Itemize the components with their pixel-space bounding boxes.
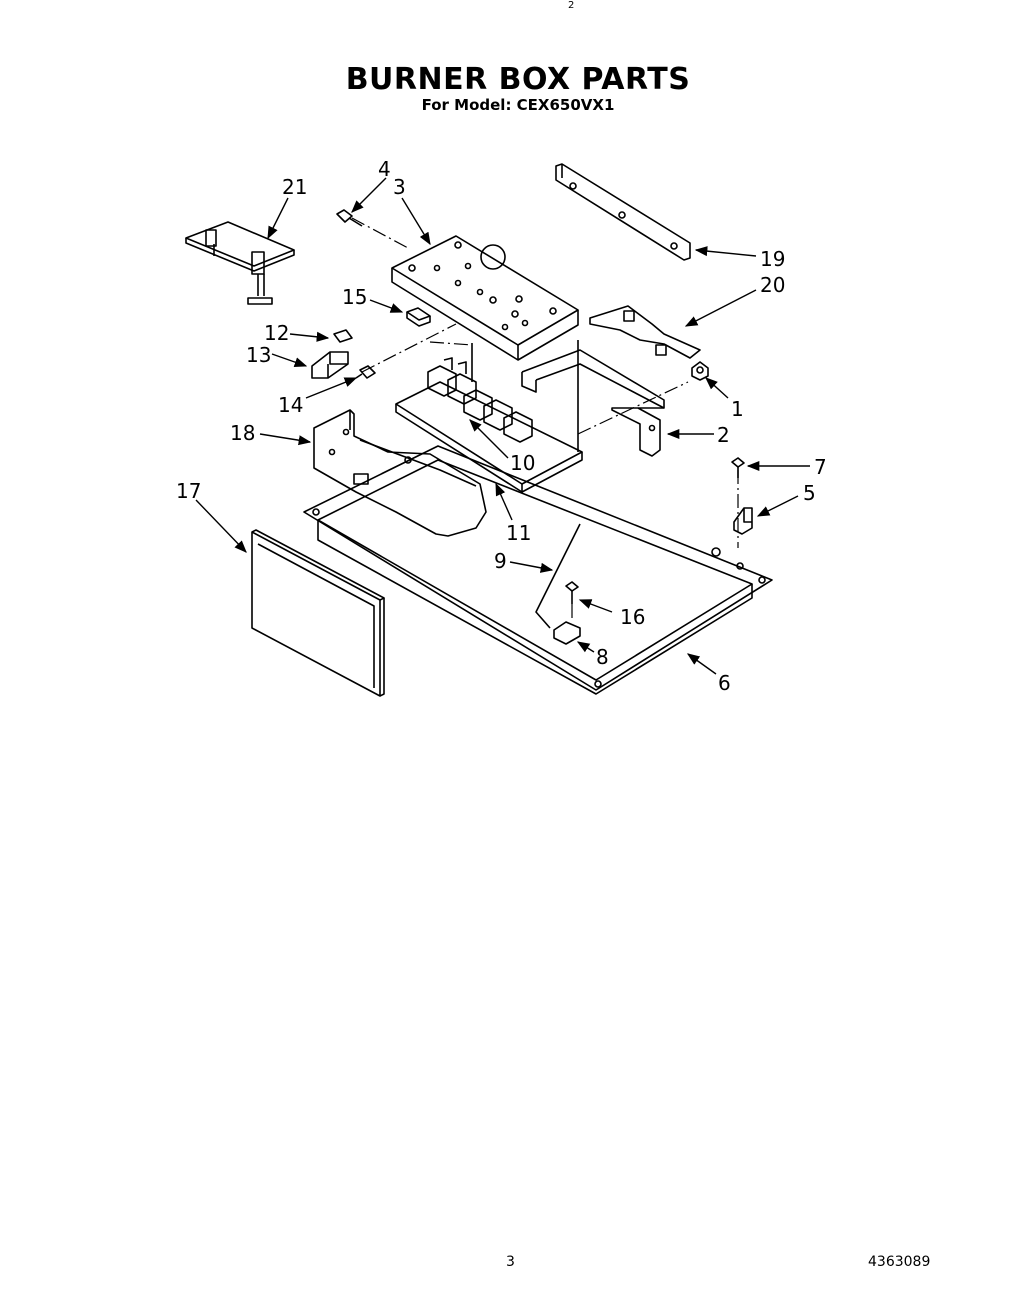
- part-9-wire: [535, 523, 581, 629]
- part-13-block: [311, 351, 349, 379]
- callout-21: 21: [282, 175, 307, 199]
- callout-15: 15: [342, 285, 367, 309]
- callout-2: 2: [717, 423, 730, 447]
- callout-6: 6: [718, 671, 731, 695]
- part-19-strip: [555, 163, 691, 261]
- callout-1: 1: [731, 397, 744, 421]
- leader-16: [578, 599, 613, 613]
- part-6-tray: [303, 445, 773, 695]
- leader-6: [686, 653, 717, 675]
- part-21-bracket: [185, 221, 295, 305]
- page-number: 3: [506, 1254, 515, 1270]
- page-title: BURNER BOX PARTS: [345, 62, 691, 97]
- callout-5: 5: [803, 481, 816, 505]
- part-18-shield: [313, 409, 487, 537]
- top-mark: 2: [568, 0, 575, 11]
- leader-17: [195, 499, 247, 553]
- part-5-bracket: [733, 507, 753, 535]
- leader-9: [509, 561, 554, 573]
- leader-20: [684, 289, 757, 327]
- leader-4: [351, 177, 387, 213]
- callout-12: 12: [264, 321, 289, 345]
- leader-3: [401, 197, 431, 246]
- leader-21: [267, 197, 289, 240]
- leader-11: [495, 482, 513, 521]
- callout-20: 20: [760, 273, 785, 297]
- part-15-tab: [406, 307, 431, 327]
- part-3-burner-box-top: [391, 235, 579, 361]
- document-number: 4363089: [868, 1254, 931, 1270]
- part-12-clip: [333, 329, 353, 343]
- leader-1: [705, 377, 729, 399]
- part-20-bracket: [589, 305, 701, 359]
- part-8-clip: [553, 621, 581, 645]
- part-17-panel: [251, 529, 385, 697]
- part-1-nut: [691, 361, 709, 381]
- part-14-screw: [355, 365, 376, 379]
- part-4-screw: [336, 209, 363, 227]
- callout-16: 16: [620, 605, 645, 629]
- part-10-switches: [427, 357, 533, 443]
- callout-18: 18: [230, 421, 255, 445]
- part-16-screw: [565, 581, 579, 604]
- callout-13: 13: [246, 343, 271, 367]
- callout-17: 17: [176, 479, 201, 503]
- callout-3: 3: [393, 175, 406, 199]
- callout-7: 7: [814, 455, 827, 479]
- leader-13: [271, 353, 308, 367]
- callout-4: 4: [378, 157, 391, 181]
- leader-10: [469, 419, 509, 459]
- callout-10: 10: [510, 451, 535, 475]
- callout-11: 11: [506, 521, 531, 545]
- leader-14: [305, 377, 358, 399]
- page-subtitle: For Model: CEX650VX1: [421, 96, 615, 114]
- callout-8: 8: [596, 645, 609, 669]
- callout-19: 19: [760, 247, 785, 271]
- leader-18: [259, 433, 312, 446]
- leader-12: [289, 331, 330, 342]
- assembly-lines: [351, 217, 739, 622]
- callout-14: 14: [278, 393, 303, 417]
- leader-5: [756, 495, 799, 517]
- part-2-shield: [521, 349, 665, 457]
- part-11-tray: [395, 340, 583, 493]
- leader-19: [694, 246, 757, 257]
- leader-8: [576, 641, 595, 653]
- leader-15: [369, 299, 404, 313]
- callout-9: 9: [494, 549, 507, 573]
